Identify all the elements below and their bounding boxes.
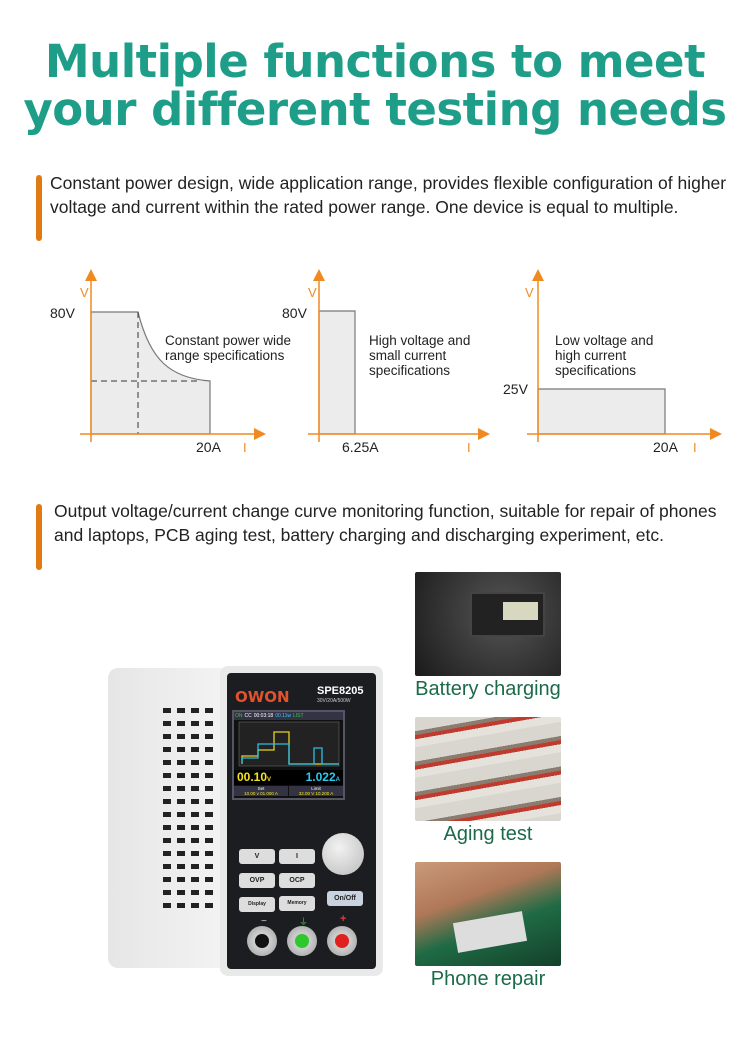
voltage-readout: 00.10: [237, 770, 268, 784]
graph-low-voltage: V I 25V 20A Low voltage and high current…: [503, 269, 722, 455]
v-label: 80V: [50, 305, 76, 321]
graph-high-voltage: V I 80V 6.25A High voltage and small cur…: [282, 269, 490, 455]
status-mode: CC: [244, 713, 252, 719]
front-panel: OWON SPE8205 30V/20A/500W ON CC 00:03:18…: [227, 673, 376, 969]
v-axis-label: V: [525, 285, 534, 300]
ocp-button[interactable]: OCP: [279, 873, 315, 888]
positive-terminal: [327, 926, 357, 956]
v-label: 80V: [282, 305, 308, 321]
phone-repair-photo: [415, 862, 561, 966]
caption-line: specifications: [369, 363, 450, 378]
battery-charging-photo: [415, 572, 561, 676]
v-label: 25V: [503, 381, 529, 397]
terminal-ground-label: ⏚: [299, 917, 309, 927]
brand-logo: OWON: [235, 688, 290, 706]
range-area: [537, 388, 666, 435]
i-axis-label: I: [243, 440, 247, 455]
page-title-line1: Multiple functions to meet: [44, 35, 706, 88]
terminal-plus-label: +: [340, 913, 347, 925]
i-axis-label: I: [693, 440, 697, 455]
v-axis-label: V: [308, 285, 317, 300]
caption-line: High voltage and: [369, 333, 470, 348]
range-area: [90, 311, 211, 435]
device-side-panel: [108, 668, 238, 968]
i-label: 6.25A: [342, 439, 379, 455]
phone-repair-caption: Phone repair: [430, 968, 546, 990]
lcd-screen: ON CC 00:03:18 00.11w LIST 00.10V 1.022A…: [232, 710, 345, 800]
caption-line: range specifications: [165, 348, 285, 363]
i-button[interactable]: I: [279, 849, 315, 864]
i-axis-label: I: [467, 440, 471, 455]
v-button[interactable]: V: [239, 849, 275, 864]
caption-line: high current: [555, 348, 627, 363]
accent-bar: [36, 175, 42, 241]
caption-line: small current: [369, 348, 447, 363]
curve-plot: [238, 721, 340, 767]
caption-line: specifications: [555, 363, 636, 378]
page-title-line2: your different testing needs: [23, 83, 727, 136]
vent-slots: [163, 708, 218, 908]
model-spec: 30V/20A/500W: [317, 698, 351, 704]
display-button[interactable]: Display: [239, 897, 275, 912]
terminal-minus-label: −: [261, 916, 267, 927]
current-readout: 1.022: [305, 770, 336, 784]
battery-charging-caption: Battery charging: [415, 678, 561, 700]
aging-test-photo: [415, 717, 561, 821]
negative-terminal: [247, 926, 277, 956]
status-on: ON: [235, 713, 243, 719]
memory-button[interactable]: Memory: [279, 896, 315, 911]
device-front-frame: OWON SPE8205 30V/20A/500W ON CC 00:03:18…: [220, 666, 383, 976]
ground-terminal: [287, 926, 317, 956]
caption-line: Constant power wide: [165, 333, 291, 348]
model-name: SPE8205: [317, 685, 364, 697]
readout-row: 00.10V 1.022A: [234, 770, 343, 785]
v-axis-label: V: [80, 285, 89, 300]
status-power: 00.11w: [275, 713, 291, 719]
operating-range-graphs: V I 80V 20A Constant power wide range sp…: [50, 269, 722, 455]
range-area: [318, 310, 356, 435]
graph-constant-power: V I 80V 20A Constant power wide range sp…: [50, 269, 291, 455]
dashed-guides: [91, 312, 200, 434]
section1-text: Constant power design, wide application …: [50, 173, 727, 217]
accent-bar: [36, 504, 42, 570]
power-supply-product-image: OWON SPE8205 30V/20A/500W ON CC 00:03:18…: [108, 658, 383, 976]
status-timer: 00:03:18: [253, 713, 274, 719]
current-curve: [241, 743, 339, 765]
i-label: 20A: [196, 439, 222, 455]
ovp-button[interactable]: OVP: [239, 873, 275, 888]
status-list: LIST: [292, 713, 304, 719]
status-bar: ON CC 00:03:18 00.11w LIST: [234, 712, 343, 720]
adjust-knob[interactable]: [322, 833, 364, 875]
section2-text: Output voltage/current change curve moni…: [54, 501, 717, 545]
caption-line: Low voltage and: [555, 333, 653, 348]
i-label: 20A: [653, 439, 679, 455]
aging-test-caption: Aging test: [443, 823, 533, 845]
on-off-button[interactable]: On/Off: [327, 891, 363, 906]
